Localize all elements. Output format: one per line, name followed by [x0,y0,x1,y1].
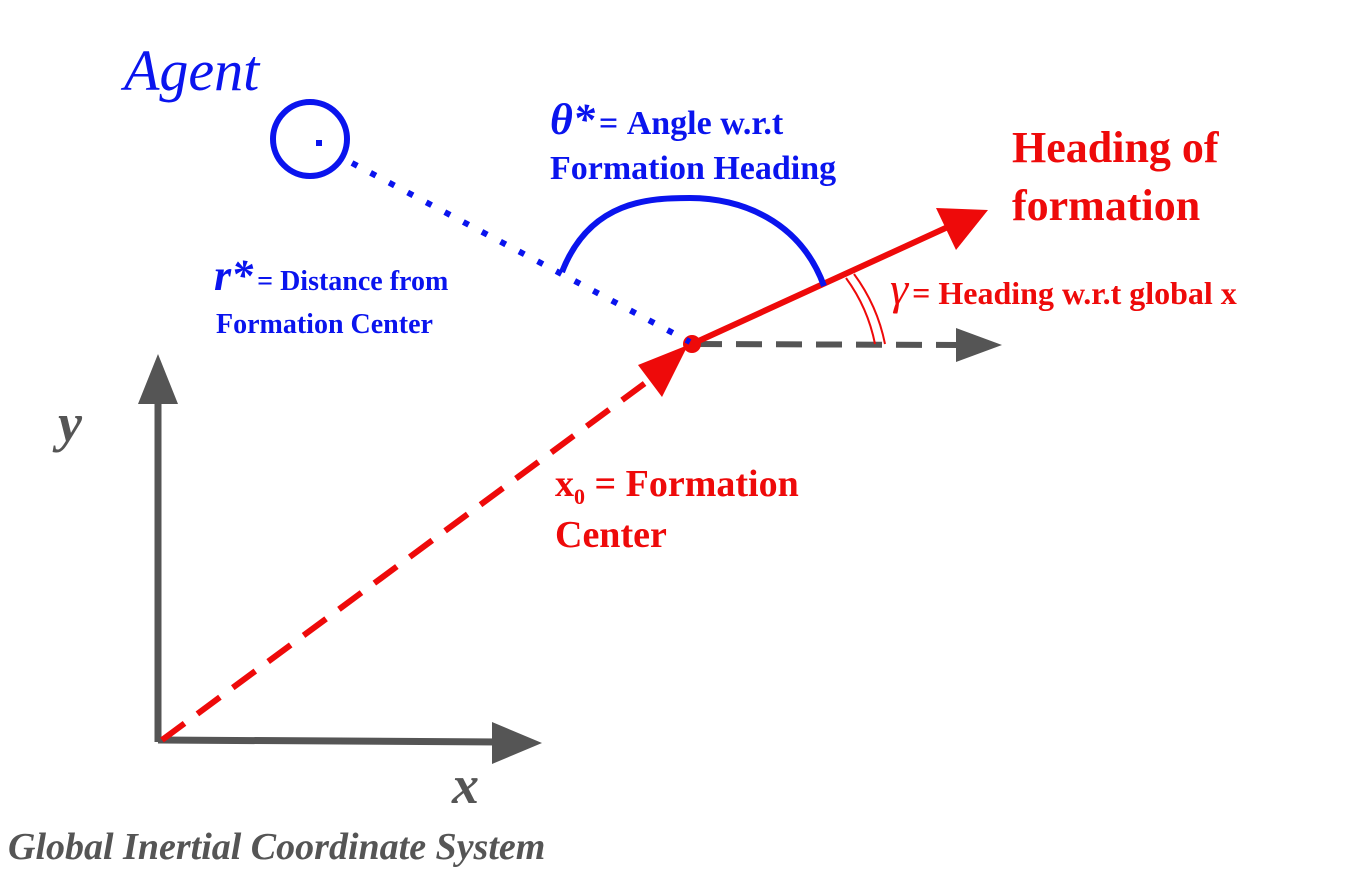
theta-star-angle-arc [559,194,827,288]
gamma-label: γ = Heading w.r.t global x [890,266,1237,312]
agent-circle [270,99,350,179]
gamma-symbol: γ [890,263,909,314]
r-star-definition-line2: Formation Center [216,309,433,340]
heading-arrowhead [936,208,988,250]
x-axis-arrowhead [492,722,542,764]
x0-position-arrowhead [638,345,688,397]
x0-definition: = Formation [594,463,799,505]
coordinate-system-caption: Global Inertial Coordinate System [8,826,546,868]
x0-position-vector [160,375,654,743]
gamma-definition: = Heading w.r.t global x [912,275,1237,311]
heading-label-line1: Heading of [1012,123,1219,172]
agent-center-dot [316,140,322,146]
gamma-angle-arc-outer [853,273,886,345]
agent-label: Agent [124,38,260,103]
reference-x-arrowhead [956,328,1002,362]
x-axis-label: x [452,755,479,815]
x0-label: x0 = Formation [555,465,799,508]
gamma-angle-arc-inner [845,277,876,345]
y-axis-label: y [58,393,82,453]
x0-symbol: x [555,463,574,505]
r-star-definition: = Distance from [257,266,449,297]
r-star-dotted-line [350,160,692,345]
heading-label-line2: formation [1012,181,1201,230]
x0-subscript: 0 [574,484,585,509]
theta-star-definition: = Angle w.r.t [598,105,784,142]
reference-x-dashed-line [695,341,959,348]
x0-definition-line2: Center [555,514,667,556]
theta-star-symbol: θ* [550,95,595,144]
r-star-symbol: r* [214,251,254,300]
y-axis-arrowhead [138,354,178,404]
theta-star-label: θ* = Angle w.r.t [550,98,783,142]
theta-star-definition-line2: Formation Heading [550,150,837,187]
x-axis-line [157,736,501,746]
r-star-label: r* = Distance from [214,254,448,298]
formation-center-dot [683,335,701,353]
